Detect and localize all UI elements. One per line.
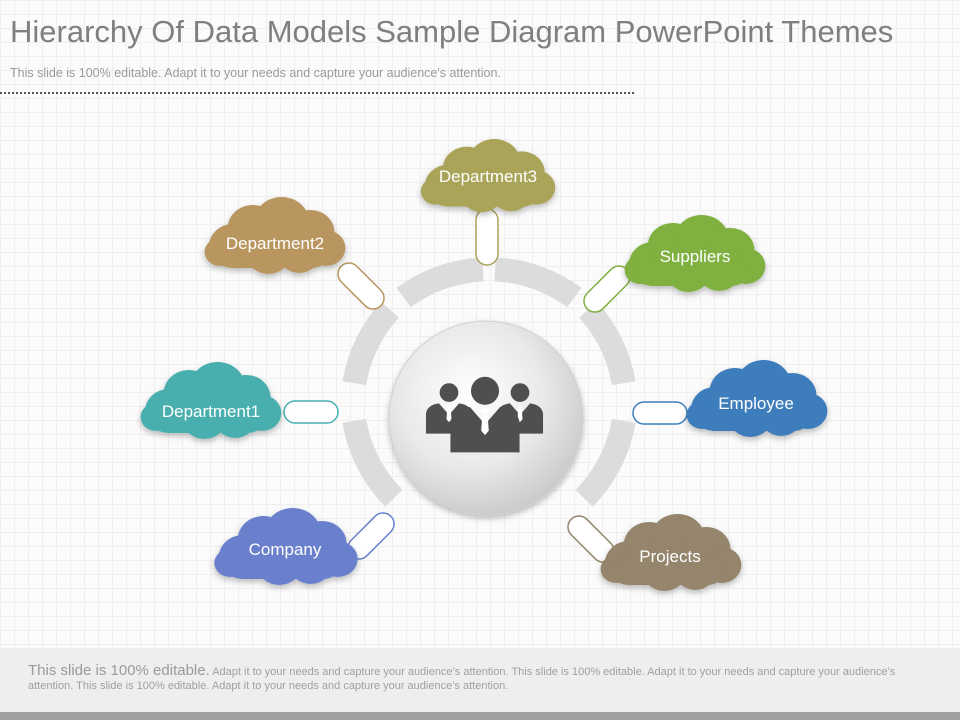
node-label: Employee [718, 394, 794, 413]
segmented-ring [342, 257, 636, 507]
node-department1: Department1 [140, 362, 282, 439]
connector-department3 [475, 208, 499, 266]
node-department3: Department3 [420, 139, 556, 213]
title-divider [0, 92, 634, 94]
node-projects: Projects [600, 514, 742, 591]
connector-department1 [283, 400, 339, 424]
cloud-shape [140, 362, 282, 439]
node-employee: Employee [686, 360, 828, 437]
slide-subtitle: This slide is 100% editable. Adapt it to… [10, 66, 501, 80]
bottom-bar [0, 712, 960, 720]
connector-employee [632, 401, 688, 425]
connector-links [283, 208, 688, 563]
node-suppliers: Suppliers [624, 215, 766, 292]
node-department2: Department2 [204, 197, 346, 274]
node-label: Company [249, 540, 322, 559]
node-label: Department1 [162, 402, 260, 421]
footer-panel: This slide is 100% editable. Adapt it to… [0, 648, 960, 712]
footer-lead: This slide is 100% editable. [28, 662, 210, 679]
node-label: Department3 [439, 167, 537, 186]
node-label: Projects [639, 547, 700, 566]
node-label: Department2 [226, 234, 324, 253]
footer-text: This slide is 100% editable. Adapt it to… [28, 662, 928, 693]
node-company: Company [214, 508, 358, 585]
slide-title: Hierarchy Of Data Models Sample Diagram … [10, 14, 894, 49]
footer-body: Adapt it to your needs and capture your … [28, 666, 896, 692]
node-label: Suppliers [660, 247, 731, 266]
